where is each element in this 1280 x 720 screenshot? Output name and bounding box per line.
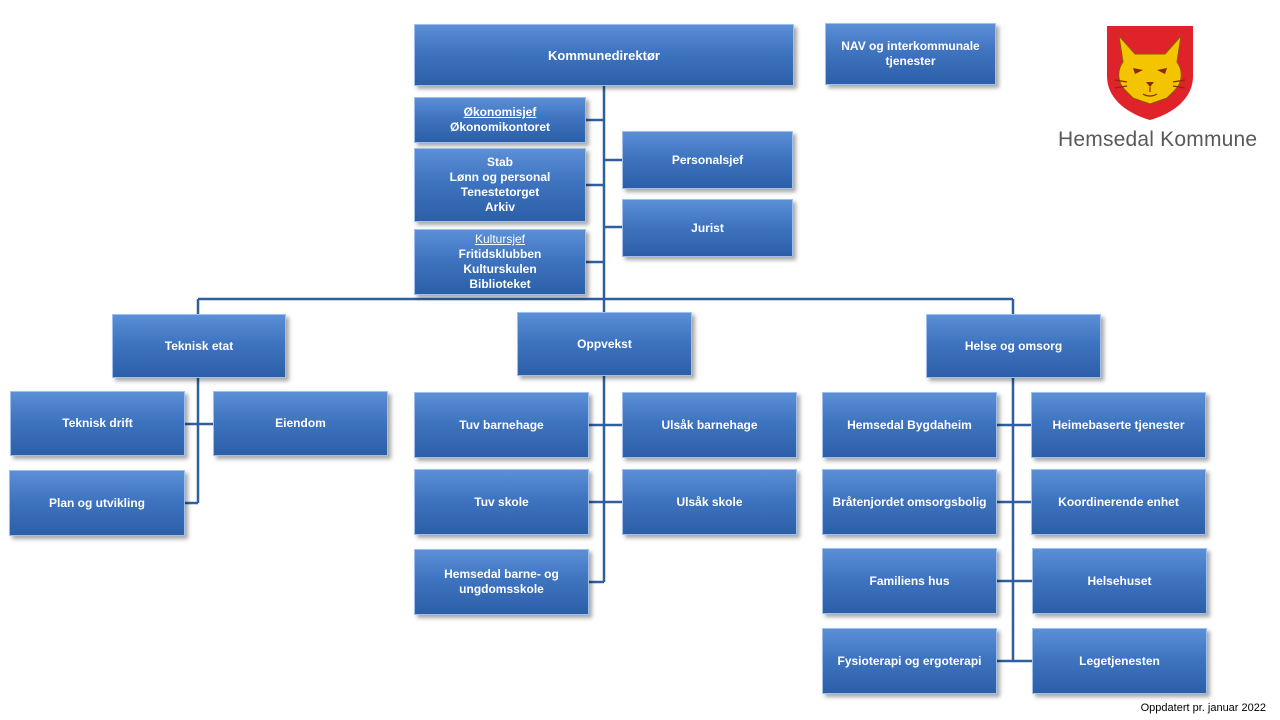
hemsedal-barne-ungdomsskole-box[interactable]: Hemsedal barne- og ungdomsskole xyxy=(414,549,589,615)
kultursjef-label: Kultursjef xyxy=(474,232,526,246)
oppvekst-box[interactable]: Oppvekst xyxy=(517,312,692,376)
hemsedal-bygdaheim-box[interactable]: Hemsedal Bygdaheim xyxy=(822,392,997,458)
unit-label: Ulsåk barnehage xyxy=(661,417,758,432)
stab-line: Tenestetorget xyxy=(460,185,540,199)
unit-label: Legetjenesten xyxy=(1079,653,1160,668)
unit-label: Tuv barnehage xyxy=(459,417,544,432)
personalsjef-box[interactable]: Personalsjef xyxy=(622,131,793,189)
unit-label: Fysioterapi og ergoterapi xyxy=(837,653,982,668)
unit-label: Eiendom xyxy=(275,416,326,430)
kultur-line: Kulturskulen xyxy=(463,262,537,276)
personalsjef-label: Personalsjef xyxy=(671,152,744,167)
nav-label: NAV og interkommunale tjenester xyxy=(841,39,980,68)
ulsak-skole-box[interactable]: Ulsåk skole xyxy=(622,469,797,535)
unit-label: Helsehuset xyxy=(1087,573,1152,588)
okonomisjef-label: Økonomisjef xyxy=(463,105,537,119)
unit-label: Hemsedal Bygdaheim xyxy=(847,417,972,432)
teknisk-drift-box[interactable]: Teknisk drift xyxy=(10,391,185,456)
unit-label: Teknisk drift xyxy=(62,416,133,430)
updated-note: Oppdatert pr. januar 2022 xyxy=(1140,702,1266,714)
unit-label: Koordinerende enhet xyxy=(1058,494,1179,509)
nav-box[interactable]: NAV og interkommunale tjenester xyxy=(825,23,996,85)
familiens-hus-box[interactable]: Familiens hus xyxy=(822,548,997,614)
helse-omsorg-box[interactable]: Helse og omsorg xyxy=(926,314,1101,378)
kommunedirektor-label: Kommunedirektør xyxy=(548,47,660,63)
helse-omsorg-label: Helse og omsorg xyxy=(964,338,1063,353)
helsehuset-box[interactable]: Helsehuset xyxy=(1032,548,1207,614)
jurist-label: Jurist xyxy=(691,220,724,235)
heimebaserte-tjenester-box[interactable]: Heimebaserte tjenester xyxy=(1031,392,1206,458)
unit-label: Heimebaserte tjenester xyxy=(1052,417,1185,432)
kultur-line: Biblioteket xyxy=(469,277,531,291)
tuv-barnehage-box[interactable]: Tuv barnehage xyxy=(414,392,589,458)
unit-label: Plan og utvikling xyxy=(48,495,145,510)
unit-label: Hemsedal barne- og ungdomsskole xyxy=(444,567,559,596)
ulsak-barnehage-box[interactable]: Ulsåk barnehage xyxy=(622,392,797,458)
okonomi-box[interactable]: Økonomisjef Økonomikontoret xyxy=(414,97,586,143)
lynx-shield-icon xyxy=(1107,26,1193,120)
eiendom-box[interactable]: Eiendom xyxy=(213,391,388,456)
tuv-skole-box[interactable]: Tuv skole xyxy=(414,469,589,535)
okonomikontoret-label: Økonomikontoret xyxy=(449,120,550,134)
kultur-box[interactable]: Kultursjef Fritidsklubben Kulturskulen B… xyxy=(414,229,586,295)
stab-line: Arkiv xyxy=(484,200,516,214)
plan-utvikling-box[interactable]: Plan og utvikling xyxy=(9,470,185,536)
oppvekst-label: Oppvekst xyxy=(577,336,632,351)
legetjenesten-box[interactable]: Legetjenesten xyxy=(1032,628,1207,694)
teknisk-etat-box[interactable]: Teknisk etat xyxy=(112,314,286,378)
unit-label: Familiens hus xyxy=(869,573,950,588)
unit-label: Tuv skole xyxy=(474,494,529,509)
unit-label: Bråtenjordet omsorgsbolig xyxy=(832,494,987,509)
fysioterapi-ergoterapi-box[interactable]: Fysioterapi og ergoterapi xyxy=(822,628,997,694)
teknisk-etat-label: Teknisk etat xyxy=(164,338,234,353)
bratenjordet-omsorgsbolig-box[interactable]: Bråtenjordet omsorgsbolig xyxy=(822,469,997,535)
stab-box[interactable]: Stab Lønn og personal Tenestetorget Arki… xyxy=(414,148,586,222)
stab-line: Lønn og personal xyxy=(449,170,551,184)
koordinerende-enhet-box[interactable]: Koordinerende enhet xyxy=(1031,469,1206,535)
jurist-box[interactable]: Jurist xyxy=(622,199,793,257)
kultur-line: Fritidsklubben xyxy=(458,247,542,261)
stab-line: Stab xyxy=(486,155,513,169)
kommunedirektor-box[interactable]: Kommunedirektør xyxy=(414,24,794,86)
unit-label: Ulsåk skole xyxy=(676,494,743,509)
logo-name: Hemsedal Kommune xyxy=(1058,128,1258,151)
